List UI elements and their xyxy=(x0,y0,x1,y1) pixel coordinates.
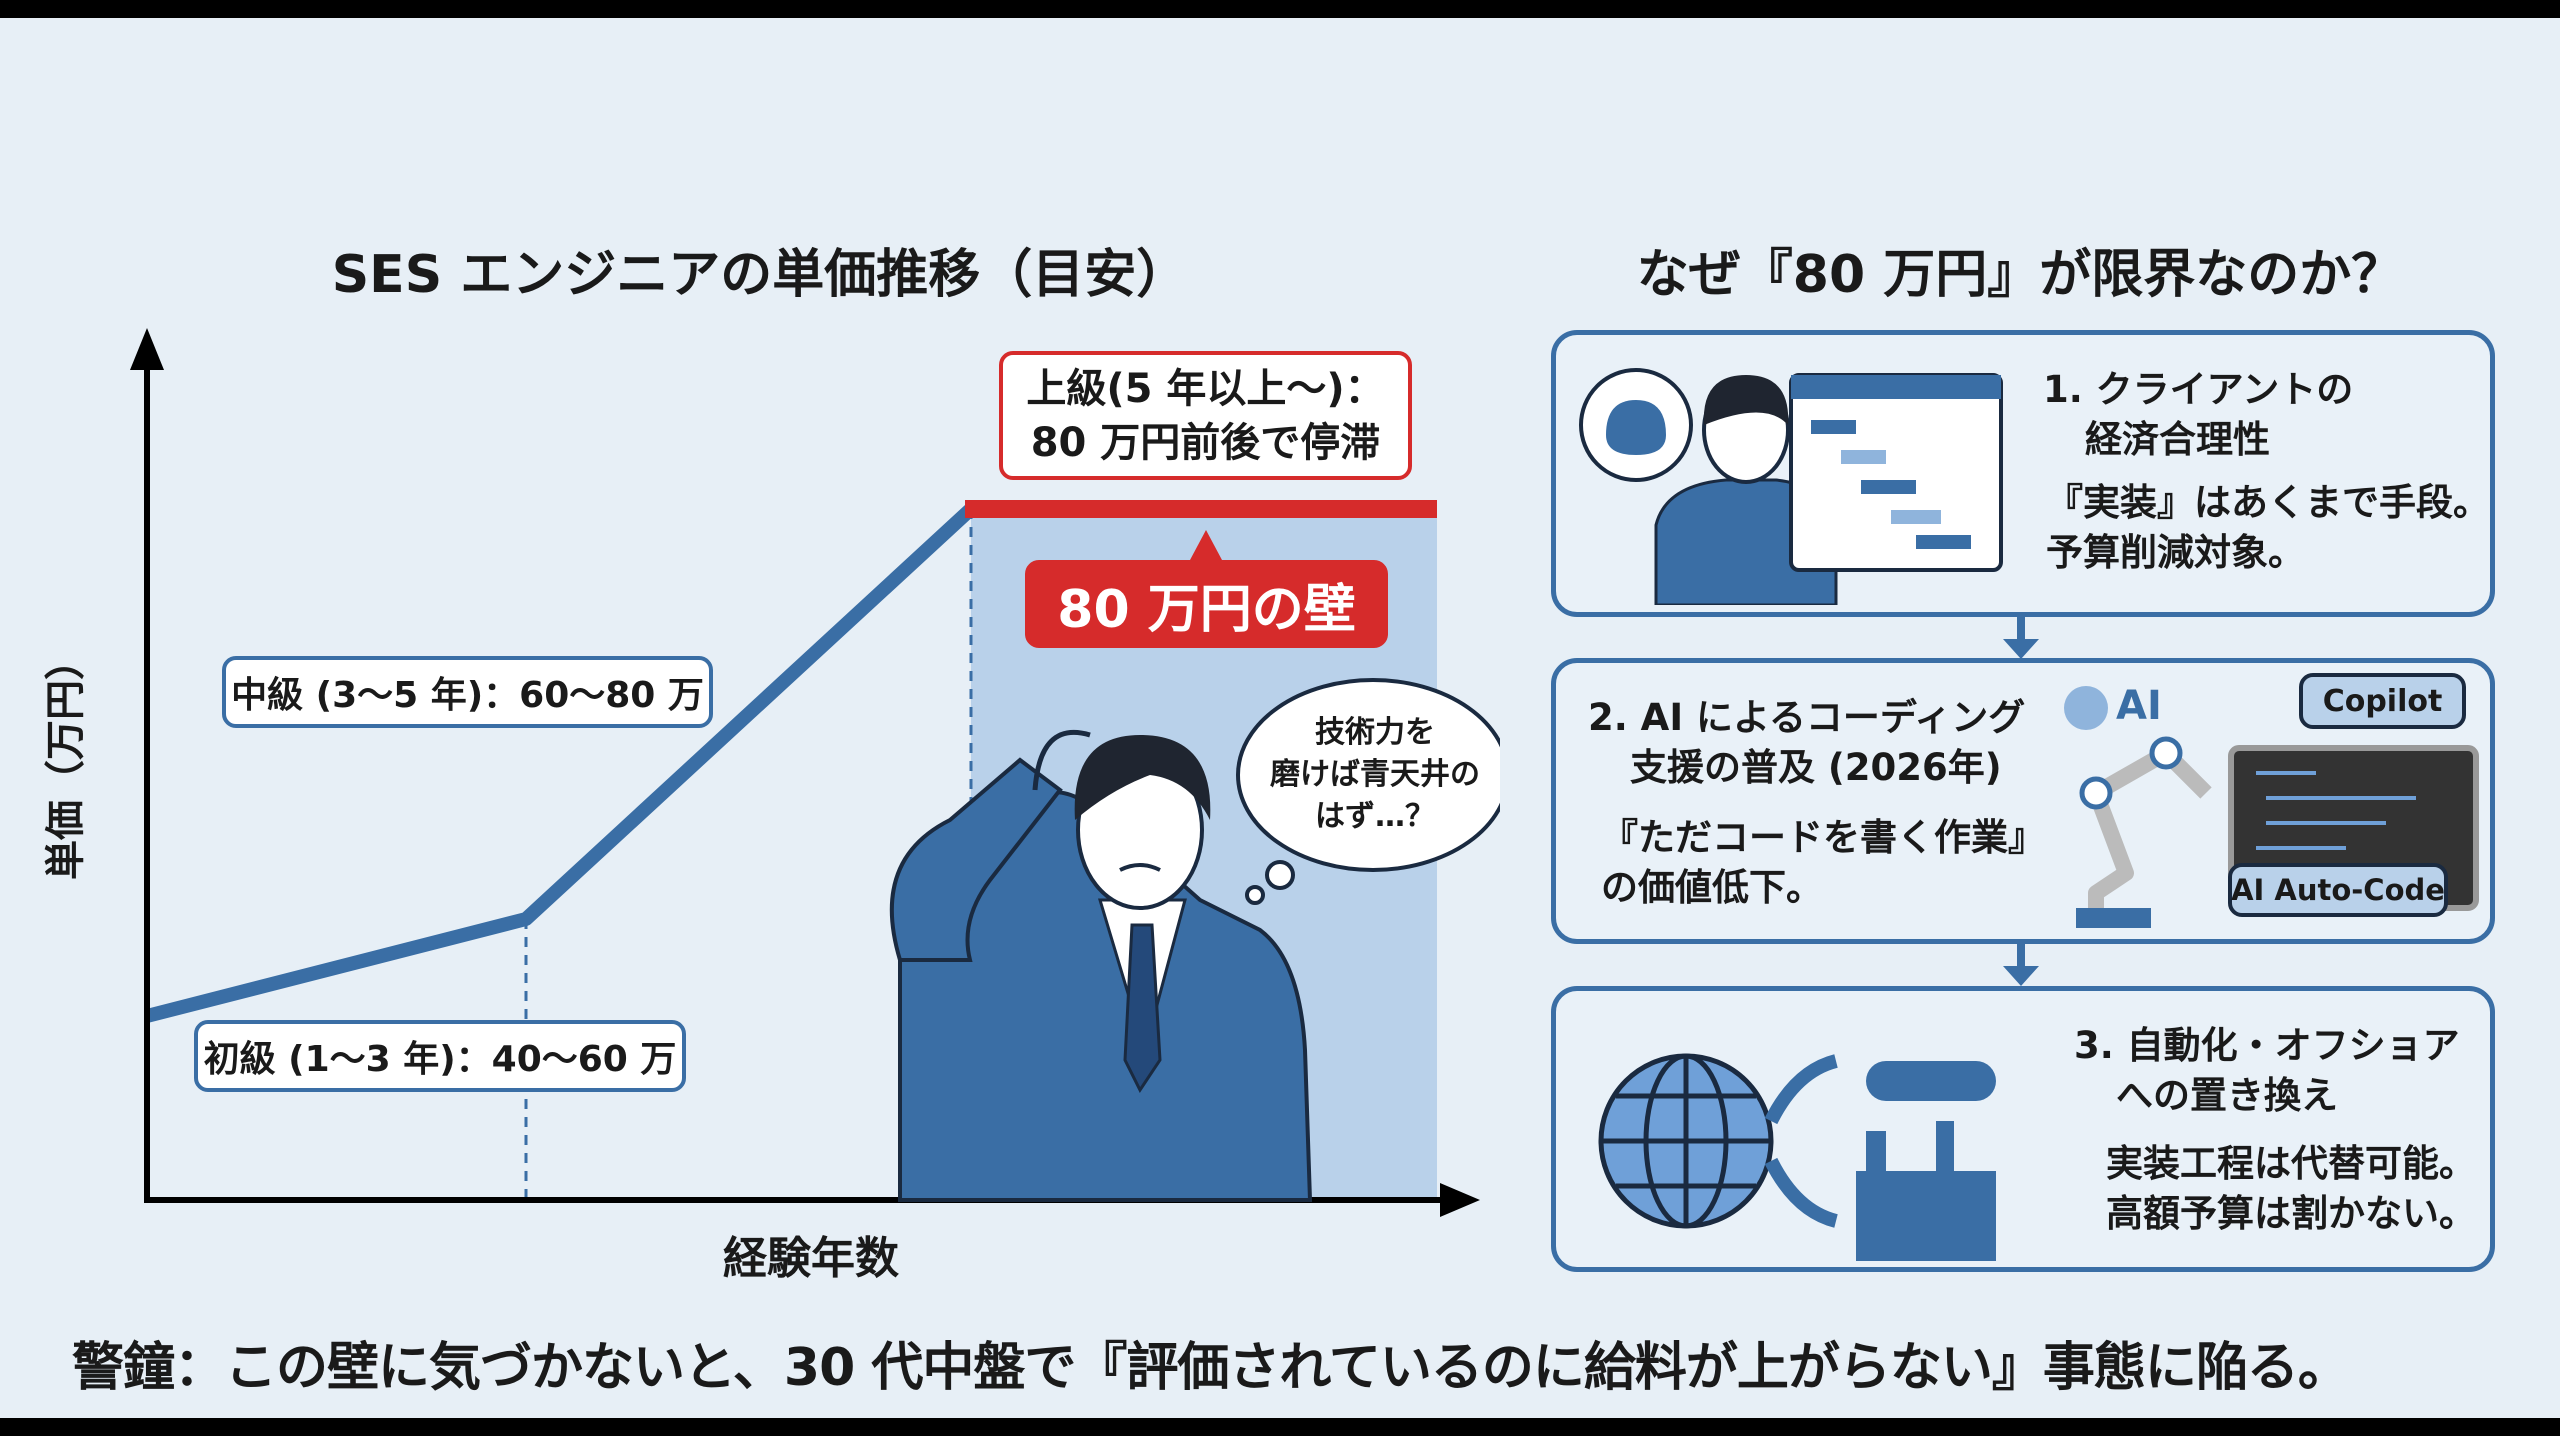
chart-title: SES エンジニアの単価推移（目安） xyxy=(331,245,1189,305)
panel-title-line: への置き換え xyxy=(2116,1074,2338,1117)
worried-engineer-illustration xyxy=(889,729,1313,1202)
globe-icon xyxy=(1598,1053,1774,1229)
panel-title-line: 経済合理性 xyxy=(2085,418,2270,461)
mid-level-label: 中級 (3〜5 年)：60〜80 万 xyxy=(222,656,713,728)
thought-text: 技術力を 磨けば青天井の はず…？ xyxy=(1260,712,1490,838)
panel-1-title: 1. クライアントの経済合理性 xyxy=(2043,365,2353,465)
panel-body-line: 高額予算は割かない。 xyxy=(2106,1192,2476,1235)
panel-title-line: 2. AI によるコーディング xyxy=(1588,696,2026,739)
panel-3-title: 3. 自動化・オフショアへの置き換え xyxy=(2074,1021,2460,1121)
offshore-automation-illustration xyxy=(1598,1053,1996,1261)
panel-2-title: 2. AI によるコーディング支援の普及 (2026年) xyxy=(1588,693,2025,793)
ai-label: AI xyxy=(2116,683,2162,729)
robot-arm-icon xyxy=(2088,745,2212,923)
panel-body-line: 『実装』はあくまで手段。 xyxy=(2046,481,2490,524)
panel-title-line: 1. クライアントの xyxy=(2043,368,2354,411)
panel-body-line: 実装工程は代替可能。 xyxy=(2106,1142,2476,1185)
top-border xyxy=(0,0,2560,18)
panel-title-line: 3. 自動化・オフショア xyxy=(2074,1024,2460,1067)
conveyor-icon xyxy=(1866,1061,1996,1101)
client-gantt-illustration xyxy=(1579,368,2003,605)
panel-1-body: 『実装』はあくまで手段。予算削減対象。 xyxy=(2046,478,2490,578)
y-axis-arrow-icon xyxy=(130,328,164,370)
y-axis-label: 単価（万円） xyxy=(43,640,89,880)
price-chart xyxy=(130,328,1500,1217)
senior-level-label: 上級(5 年以上〜)： 80 万円前後で停滞 xyxy=(999,351,1412,480)
x-axis-arrow-icon xyxy=(1440,1183,1480,1217)
wall-pointer-icon xyxy=(1190,530,1222,560)
panel-3-body: 実装工程は代替可能。高額予算は割かない。 xyxy=(2106,1139,2476,1239)
arrow-icon xyxy=(1764,1157,1838,1228)
senior-label-line: 上級(5 年以上〜)： xyxy=(1026,365,1385,412)
panel-body-line: 『ただコードを書く作業』 xyxy=(1601,816,2045,859)
flow-arrow-icon xyxy=(2003,944,2039,986)
brain-icon xyxy=(2064,686,2108,730)
factory-icon xyxy=(1856,1171,1996,1261)
thought-line: 磨けば青天井の xyxy=(1270,757,1480,792)
reason-panel-3: 3. 自動化・オフショアへの置き換え 実装工程は代替可能。高額予算は割かない。 xyxy=(1551,986,2495,1272)
thought-line: 技術力を xyxy=(1315,715,1435,750)
price-line xyxy=(145,503,976,1023)
panel-body-line: の価値低下。 xyxy=(1601,866,1823,909)
autocode-bubble: AI Auto-Code xyxy=(2228,863,2448,917)
panel-title-line: 支援の普及 (2026年) xyxy=(1630,746,2002,789)
reason-panel-2: 2. AI によるコーディング支援の普及 (2026年) 『ただコードを書く作業… xyxy=(1551,658,2495,944)
panel-2-body: 『ただコードを書く作業』の価値低下。 xyxy=(1601,813,2045,913)
arrow-icon xyxy=(1764,1054,1838,1125)
panel-body-line: 予算削減対象。 xyxy=(2046,531,2305,574)
copilot-bubble: Copilot xyxy=(2299,673,2466,729)
x-axis-label: 経験年数 xyxy=(723,1233,899,1284)
senior-label-line: 80 万円前後で停滞 xyxy=(1030,419,1381,466)
flow-arrow-icon xyxy=(2003,617,2039,659)
reasons-title: なぜ『80 万円』が限界なのか？ xyxy=(1636,245,2404,305)
reason-panel-1: 1. クライアントの経済合理性 『実装』はあくまで手段。予算削減対象。 xyxy=(1551,330,2495,617)
thought-line: はず…？ xyxy=(1315,799,1435,834)
purse-icon xyxy=(1606,400,1666,455)
thought-bubble xyxy=(1236,678,1500,905)
junior-level-label: 初級 (1〜3 年)：40〜60 万 xyxy=(194,1020,686,1092)
bottom-border xyxy=(0,1418,2560,1436)
wall-badge: 80 万円の壁 xyxy=(1025,560,1388,648)
warning-footer: 警鐘：この壁に気づかないと、30 代中盤で『評価されているのに給料が上がらない』… xyxy=(72,1338,2350,1398)
